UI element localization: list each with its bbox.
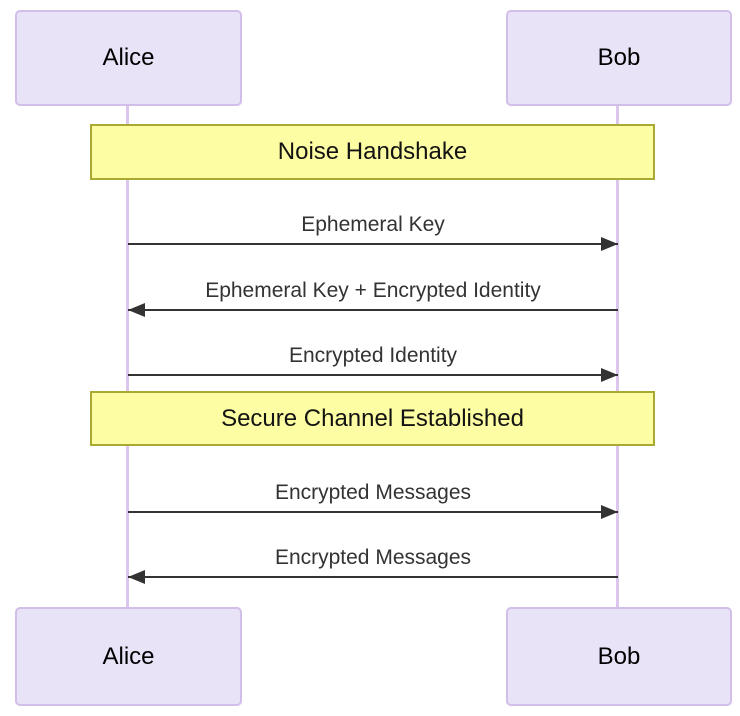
note-secure-channel: Secure Channel Established	[90, 391, 655, 446]
note-noise-handshake: Noise Handshake	[90, 124, 655, 180]
arrowhead-right-icon	[601, 368, 618, 382]
message-arrow-right	[128, 368, 618, 382]
lifeline-bob	[616, 106, 619, 607]
actor-box-alice-bottom: Alice	[15, 607, 242, 706]
message-label: Ephemeral Key	[301, 213, 445, 236]
message-arrow-right	[128, 505, 618, 519]
message-label: Encrypted Identity	[288, 344, 458, 367]
message-label: Encrypted Messages	[274, 546, 472, 569]
actor-box-alice-top: Alice	[15, 10, 242, 106]
arrowhead-right-icon	[601, 505, 618, 519]
actor-label-bob-top: Bob	[597, 44, 641, 71]
actor-label-alice-top: Alice	[102, 44, 155, 71]
actor-box-bob-bottom: Bob	[506, 607, 732, 706]
arrowhead-right-icon	[601, 237, 618, 251]
arrowhead-left-icon	[128, 570, 145, 584]
actor-box-bob-top: Bob	[506, 10, 732, 106]
message-label: Ephemeral Key + Encrypted Identity	[205, 279, 541, 302]
message-arrow-right	[128, 237, 618, 251]
note-label: Secure Channel Established	[221, 404, 524, 432]
message-arrow-left	[128, 570, 618, 584]
arrowhead-left-icon	[128, 303, 145, 317]
message-arrow-left	[128, 303, 618, 317]
message-label: Encrypted Messages	[274, 481, 472, 504]
lifeline-alice	[126, 106, 129, 607]
note-label: Noise Handshake	[277, 138, 468, 165]
actor-label-alice-bottom: Alice	[102, 642, 155, 670]
actor-label-bob-bottom: Bob	[597, 642, 641, 670]
